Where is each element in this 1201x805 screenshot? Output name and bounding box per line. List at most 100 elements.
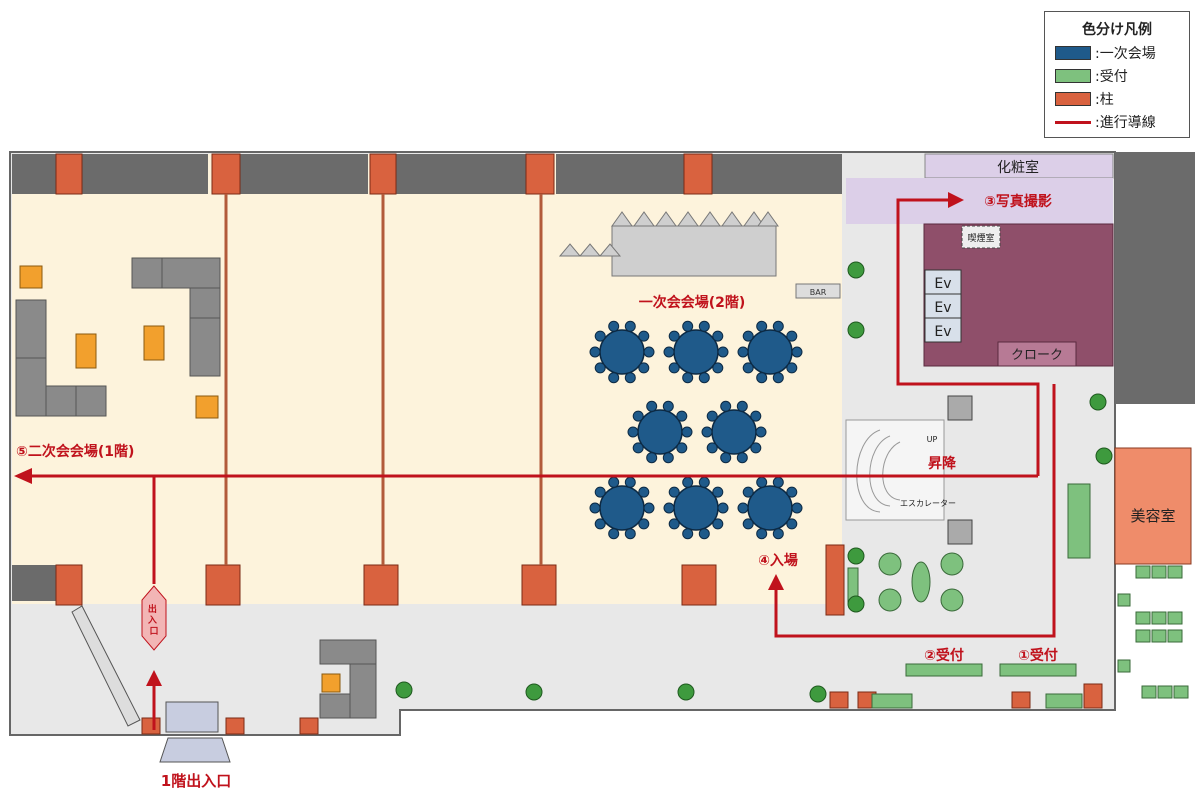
banquet-chair bbox=[755, 426, 767, 438]
banquet-chair bbox=[668, 518, 680, 530]
banquet-chair bbox=[682, 528, 694, 540]
banquet-chair bbox=[608, 320, 620, 332]
ev-label-1: Ev bbox=[934, 276, 951, 292]
banquet-chair bbox=[624, 320, 636, 332]
banquet-chair bbox=[646, 400, 658, 412]
banquet-chair bbox=[638, 486, 650, 498]
smoking-room-label: 喫煙室 bbox=[967, 232, 994, 244]
banquet-chair bbox=[624, 372, 636, 384]
beauty-label: 美容室 bbox=[1130, 507, 1175, 525]
cloak-label: クローク bbox=[1011, 348, 1063, 363]
banquet-chair bbox=[643, 502, 655, 514]
banquet-chair bbox=[624, 476, 636, 488]
ev-label-3: Ev bbox=[934, 324, 951, 340]
bottom-walls bbox=[12, 565, 56, 601]
banquet-chair bbox=[589, 502, 601, 514]
banquet-chair bbox=[682, 476, 694, 488]
banquet-chair bbox=[750, 442, 762, 454]
elevators bbox=[924, 269, 962, 343]
banquet-chair bbox=[589, 346, 601, 358]
banquet-chair bbox=[756, 528, 768, 540]
banquet-chair bbox=[698, 372, 710, 384]
right-wall bbox=[1115, 152, 1195, 404]
banquet-chair bbox=[742, 330, 754, 342]
legend-label-main-hall: :一次会場 bbox=[1095, 46, 1156, 62]
legend-item-route: :進行導線 bbox=[1055, 113, 1156, 131]
banquet-chair bbox=[682, 372, 694, 384]
banquet-chair bbox=[668, 486, 680, 498]
banquet-chair bbox=[676, 442, 688, 454]
banquet-chair bbox=[756, 372, 768, 384]
exit-door-char-1: 出 bbox=[148, 603, 157, 615]
banquet-chair bbox=[737, 346, 749, 358]
legend-line-route bbox=[1055, 120, 1091, 124]
legend-item-main-hall: :一次会場 bbox=[1055, 44, 1156, 62]
makeup-room-label: 化粧室 bbox=[997, 159, 1039, 176]
escalator-updown-label: 昇降 bbox=[928, 455, 957, 472]
banquet-chair bbox=[791, 346, 803, 358]
banquet-chair bbox=[681, 426, 693, 438]
banquet-chair bbox=[594, 362, 606, 374]
banquet-chair bbox=[676, 410, 688, 422]
entrance-mat bbox=[165, 701, 219, 733]
banquet-chair bbox=[742, 362, 754, 374]
banquet-chair bbox=[627, 426, 639, 438]
banquet-chair bbox=[772, 372, 784, 384]
makeup-room bbox=[924, 153, 1114, 179]
banquet-chair bbox=[736, 452, 748, 464]
partitions bbox=[224, 194, 543, 565]
cloak-counter bbox=[997, 341, 1077, 367]
banquet-chair bbox=[608, 528, 620, 540]
exit-door-char-2: 入 bbox=[147, 615, 157, 626]
escalator-steps bbox=[856, 429, 901, 513]
banquet-chair bbox=[712, 518, 724, 530]
banquet-chair bbox=[736, 400, 748, 412]
banquet-chair bbox=[698, 320, 710, 332]
banquet-chair bbox=[772, 476, 784, 488]
banquet-chair bbox=[756, 320, 768, 332]
banquet-chair bbox=[706, 442, 718, 454]
legend-swatch-main-hall bbox=[1055, 46, 1091, 60]
banquet-chair bbox=[698, 476, 710, 488]
banquet-chair bbox=[662, 452, 674, 464]
banquet-chair bbox=[742, 486, 754, 498]
lobby-chairs bbox=[878, 552, 964, 612]
exit-door-char-3: 口 bbox=[149, 626, 158, 637]
banquet-chair bbox=[786, 518, 798, 530]
banquet-chair bbox=[750, 410, 762, 422]
banquet-chair bbox=[712, 330, 724, 342]
bar-counter bbox=[795, 283, 841, 299]
route-lines bbox=[30, 198, 1056, 730]
banquet-chair bbox=[682, 320, 694, 332]
ev-label-2: Ev bbox=[934, 300, 951, 316]
banquet-chairs bbox=[589, 320, 803, 540]
legend-swatch-reception bbox=[1055, 69, 1091, 83]
banquet-chair bbox=[712, 362, 724, 374]
exit-door-label: 出 入 口 bbox=[147, 603, 160, 637]
banquet-chair bbox=[608, 476, 620, 488]
plants bbox=[395, 261, 1113, 703]
legend-label-route: :進行導線 bbox=[1095, 115, 1156, 131]
banquet-chair bbox=[772, 320, 784, 332]
stage bbox=[558, 211, 779, 277]
banquet-chair bbox=[701, 426, 713, 438]
photo-label: ③写真撮影 bbox=[984, 193, 1052, 210]
banquet-chair bbox=[756, 476, 768, 488]
reception2-label: ②受付 bbox=[924, 647, 964, 664]
banquet-chair bbox=[737, 502, 749, 514]
banquet-chair bbox=[594, 330, 606, 342]
bar-label: BAR bbox=[810, 288, 827, 297]
banquet-chair bbox=[791, 502, 803, 514]
banquet-chair bbox=[668, 330, 680, 342]
beauty-salon bbox=[1114, 447, 1192, 565]
escalator-panel-bottom bbox=[947, 519, 973, 545]
banquet-chair bbox=[638, 362, 650, 374]
banquet-chair bbox=[720, 452, 732, 464]
banquet-chair bbox=[720, 400, 732, 412]
banquet-chair bbox=[706, 410, 718, 422]
banquet-chair bbox=[632, 410, 644, 422]
entrance-steps bbox=[159, 737, 231, 763]
reception-desks bbox=[847, 483, 1091, 709]
photo-area bbox=[846, 178, 1113, 224]
